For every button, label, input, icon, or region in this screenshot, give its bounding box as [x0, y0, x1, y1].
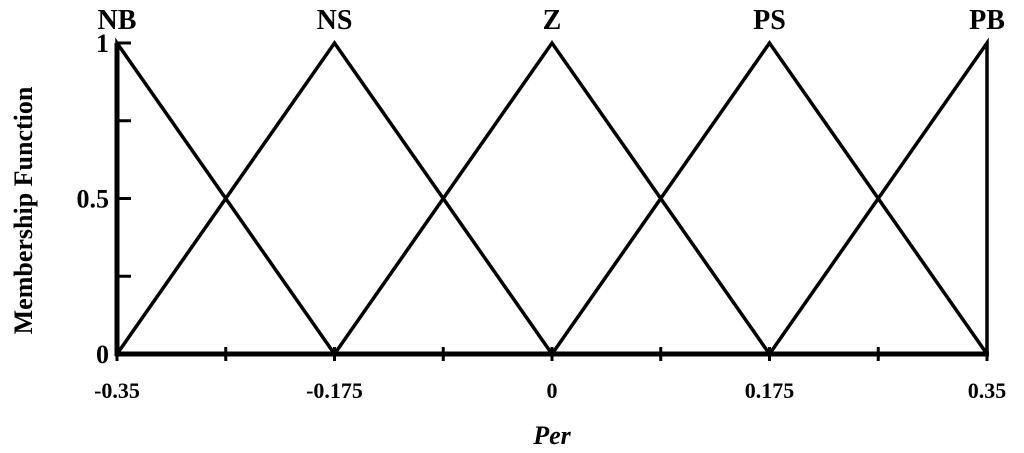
x-tick-label: 0.35: [968, 378, 1007, 403]
y-tick-label: 0.5: [77, 185, 110, 214]
axes-layer: [114, 43, 989, 357]
series-line-z: [333, 39, 771, 356]
series-layer: [115, 37, 989, 356]
y-tick-label: 1: [96, 29, 109, 58]
x-tick-label: 0: [547, 378, 558, 403]
ticks-layer: -0.35 -0.175 0 0.175 0.35 0 0.5 1: [77, 29, 1007, 403]
set-label-z: Z: [543, 5, 562, 36]
y-axis-title: Membership Function: [9, 86, 38, 334]
y-tick-label: 0: [96, 340, 109, 369]
labels-layer: NB NS Z PS PB: [98, 5, 1005, 36]
x-tick-label: 0.175: [745, 378, 795, 403]
x-tick-label: -0.35: [94, 378, 140, 403]
series-line-pb: [768, 37, 989, 356]
x-axis-title: Per: [532, 421, 571, 450]
set-label-nb: NB: [98, 5, 137, 36]
x-tick-label: -0.175: [306, 378, 363, 403]
set-label-pb: PB: [969, 5, 1005, 36]
set-label-ps: PS: [753, 5, 786, 36]
series-line-ps: [550, 39, 989, 356]
series-line-ns: [115, 39, 554, 356]
set-label-ns: NS: [317, 5, 353, 36]
